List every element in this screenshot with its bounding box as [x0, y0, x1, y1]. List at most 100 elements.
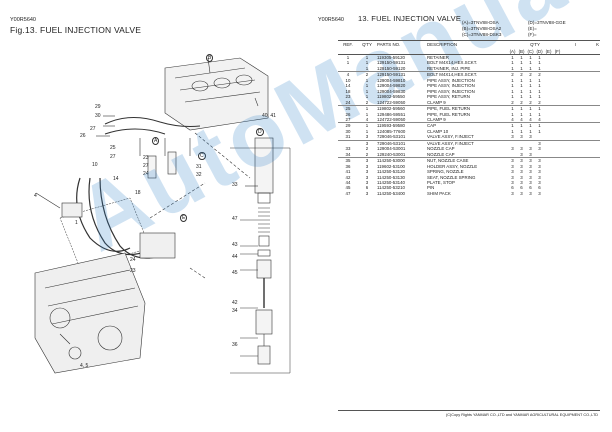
cell-ref: 36 — [345, 163, 351, 169]
parts-table: REF. Q'TY PARTS NO. DESCRIPTION Q'TY I K… — [338, 40, 600, 196]
cell-description: VALVE ASSY, F.INJECT — [426, 139, 508, 147]
cell-qty: 3 — [358, 157, 376, 164]
cell-model-qty: 1 — [511, 60, 514, 66]
cell-model-qty: 3 — [529, 179, 532, 185]
callout-14: 14 — [113, 176, 119, 182]
cell-model-qty: 1 — [517, 105, 526, 112]
cell-model-qty: 1 — [535, 122, 544, 129]
cell-description: RETAINER, INJ. PIPE — [427, 65, 471, 71]
cell-ref — [338, 139, 358, 147]
cell-model-qty: 3 — [526, 157, 535, 164]
cell-ref: 42 — [345, 174, 351, 180]
cell-model-qty: 2 — [511, 99, 514, 105]
cell-model-qty: 1 — [520, 60, 523, 66]
cell-model-qty: 3 — [511, 179, 514, 185]
cell-parts-no: 114250-53400 — [377, 190, 405, 196]
cell-model-qty — [517, 139, 526, 147]
cell-model-qty: 1 — [529, 77, 532, 83]
cell-ref: 33 — [345, 146, 351, 152]
cell-model-qty — [553, 71, 562, 78]
cell-blank — [577, 105, 600, 112]
cell-model-qty: 3 — [538, 179, 541, 185]
callout-44: 44 — [232, 254, 238, 260]
right-page-code: Y00R5640 — [318, 17, 344, 23]
cell-blank — [577, 191, 600, 196]
injection-pump — [34, 252, 146, 374]
cell-model-qty: 3 — [511, 169, 514, 175]
callout-33: 33 — [232, 182, 238, 188]
col-k: K — [596, 41, 599, 47]
cell-qty: 3 — [365, 174, 369, 180]
table-top-rule — [338, 40, 600, 41]
right-page-title: 13. FUEL INJECTION VALVE — [358, 14, 462, 23]
cell-qty: 3 — [365, 163, 369, 169]
callout-25: 25 — [110, 145, 116, 151]
table-header-rule — [338, 54, 600, 55]
cell-description: SHIM PACK — [427, 190, 451, 196]
cell-description: RETAINER — [427, 55, 449, 60]
cell-model-qty: 1 — [538, 60, 541, 66]
figure-title: Fig.13. FUEL INJECTION VALVE — [10, 25, 142, 35]
cell-parts-no: 729046-53101 — [377, 134, 406, 140]
col-qty-per-model: Q'TY — [530, 41, 540, 47]
cell-model-qty — [508, 139, 517, 147]
cell-qty: 1 — [365, 83, 369, 89]
cell-qty: 2 — [365, 146, 369, 152]
cell-ref: 45 — [345, 185, 351, 191]
cell-description: PIPE ASSY, RETURN — [427, 94, 470, 100]
cell-qty: 2 — [365, 99, 369, 105]
cell-ref: 25 — [338, 105, 358, 112]
cell-qty: 1 — [365, 94, 369, 100]
model-col-row: (A) (B) (C) (D) (E) (F) — [338, 48, 600, 55]
cell-model-qty: 6 — [520, 185, 523, 191]
cell-parts-no: 129150-59120 — [377, 65, 406, 71]
cell-qty: 2 — [365, 151, 369, 157]
cell-model-qty — [544, 139, 553, 147]
cell-model-qty: 3 — [517, 157, 526, 164]
cell-description: HOLDER ASSY, NOZZLE — [427, 163, 478, 169]
callout-10: 10 — [92, 162, 98, 168]
cell-description: PIPE ASSY, INJECTION — [427, 88, 475, 94]
cell-model-qty: 1 — [538, 94, 541, 100]
cell-blank — [577, 71, 600, 78]
cell-model-qty: 3 — [520, 174, 523, 180]
cell-qty: 6 — [365, 185, 369, 191]
cell-description: PIPE ASSY, INJECTION — [427, 83, 475, 89]
cell-model-qty: 2 — [529, 99, 532, 105]
cell-model-qty: 1 — [520, 83, 523, 89]
cell-model-qty: 6 — [511, 185, 514, 191]
callout-b: B — [206, 54, 214, 62]
cell-qty: 3 — [365, 169, 369, 175]
cell-model-qty: 6 — [538, 185, 541, 191]
cell-model-qty: 1 — [511, 65, 514, 71]
cell-model-qty: 3 — [529, 134, 532, 140]
cell-parts-no: 114250-53000 — [376, 157, 426, 164]
callout-27c: 27 — [143, 163, 149, 169]
model-c: (C)=3TNV88-DSK3 — [462, 32, 502, 37]
cell-parts-no: 124722-59050 — [377, 116, 406, 122]
cell-model-qty: 1 — [511, 111, 514, 117]
return-pipe — [104, 117, 201, 127]
cell-qty: 1 — [365, 77, 369, 83]
cell-description: PIN — [427, 185, 435, 191]
callout-e: E — [180, 214, 188, 222]
callout-4: 4 — [34, 193, 37, 199]
cell-blank — [562, 191, 577, 196]
cell-model-qty: 1 — [538, 55, 541, 60]
cell-model-qty — [526, 139, 535, 147]
cell-ref: 31 — [345, 134, 351, 140]
cell-parts-no: 124085-77600 — [377, 128, 406, 134]
cell-model-qty: 3 — [529, 151, 532, 157]
model-d: (D)=3TNV88-GGE — [528, 20, 566, 25]
